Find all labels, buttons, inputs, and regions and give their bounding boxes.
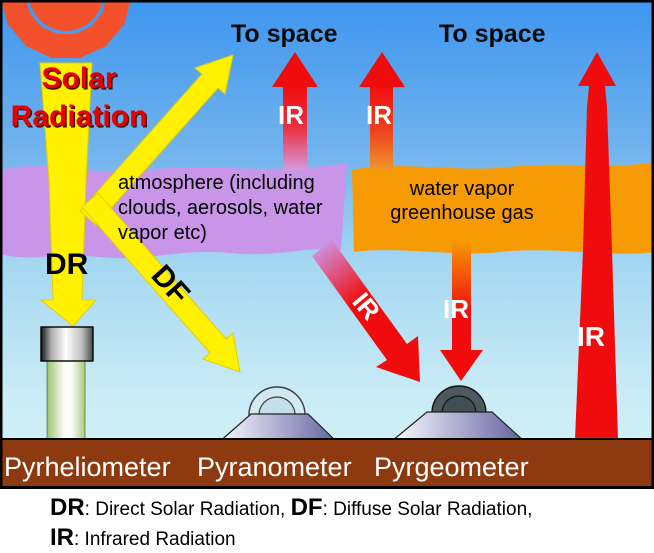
to-space-label-right: To space — [439, 20, 546, 48]
atmosphere-label-line1: atmosphere (including — [118, 172, 315, 194]
solar-radiation-line2: Radiation — [10, 100, 148, 133]
pyrheliometer-label: Pyrheliometer — [4, 452, 171, 482]
pyrheliometer-instrument — [40, 326, 94, 442]
ir-up-arrow-greenhouse — [359, 52, 405, 170]
legend-line-2: IR: Infrared Radiation — [50, 523, 532, 553]
ir-label-down-vertical: IR — [443, 294, 469, 324]
legend-ir-definition: : Infrared Radiation — [74, 529, 236, 550]
atmosphere-label-line2: clouds, aerosols, water — [118, 197, 323, 219]
atmosphere-label-line3: vapor etc) — [118, 222, 207, 244]
ir-down-diagonal-arrow — [312, 240, 420, 382]
solar-radiation-line1: Solar — [41, 62, 117, 95]
pyrgeometer-label: Pyrgeometer — [374, 452, 529, 482]
legend: DR: Direct Solar Radiation, DF: Diffuse … — [50, 493, 532, 553]
ir-up-arrow-atmosphere — [272, 52, 318, 170]
atmosphere-label: atmosphere (including clouds, aerosols, … — [118, 171, 323, 246]
diagram-border — [0, 0, 654, 489]
ir-down-vertical-arrow — [440, 240, 483, 381]
surface-ir-to-space-arrow — [575, 52, 618, 439]
to-space-label-left: To space — [231, 20, 338, 48]
ir-label-up-left: IR — [278, 100, 304, 130]
dr-arrow-label: DR — [45, 248, 89, 281]
solar-radiation-label: Solar Radiation — [0, 60, 158, 136]
greenhouse-label-line1: water vapor — [409, 178, 515, 200]
reflected-to-space-arrow — [79, 54, 234, 226]
greenhouse-label-line2: greenhouse gas — [390, 202, 534, 224]
ir-label-up-right: IR — [366, 100, 392, 130]
atmosphere-band — [0, 163, 347, 259]
pyrgeometer-instrument — [390, 385, 526, 442]
direct-radiation-arrow — [39, 62, 98, 327]
greenhouse-label: water vapor greenhouse gas — [352, 177, 572, 225]
sun-icon — [0, 0, 132, 59]
ground-band — [0, 438, 654, 489]
legend-df-definition: : Diffuse Solar Radiation, — [322, 499, 533, 520]
ir-label-surface-column: IR — [577, 321, 605, 352]
legend-df-term: DF — [290, 494, 323, 521]
legend-dr-term: DR — [50, 494, 85, 521]
legend-dr-definition: : Direct Solar Radiation, — [84, 499, 291, 520]
legend-ir-term: IR — [50, 524, 74, 551]
pyranometer-instrument — [216, 386, 340, 444]
pyranometer-label: Pyranometer — [197, 452, 352, 482]
diffuse-radiation-arrow — [81, 192, 241, 373]
greenhouse-gas-band — [352, 162, 654, 254]
legend-line-1: DR: Direct Solar Radiation, DF: Diffuse … — [50, 493, 532, 523]
